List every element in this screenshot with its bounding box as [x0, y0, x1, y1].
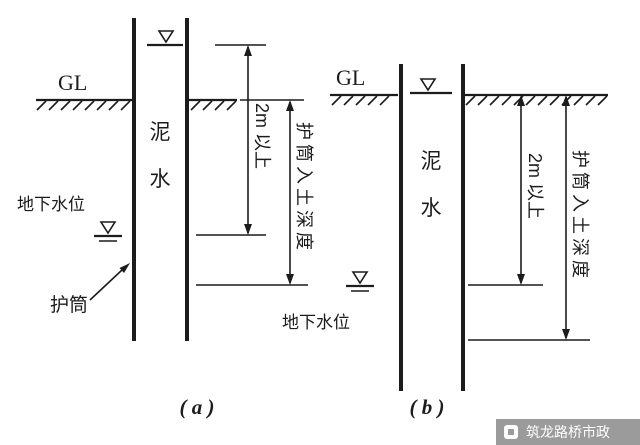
groundwater-level-icon-a [94, 221, 122, 242]
dim-2m-arrow-top-b [517, 95, 525, 106]
groundwater-label-b: 地下水位 [282, 313, 350, 332]
water-level-triangle-icon [157, 30, 175, 44]
casing-label-a: 护筒 [50, 294, 88, 316]
groundwater-label-a: 地下水位 [17, 195, 85, 214]
groundwater-level-icon-b [346, 271, 374, 292]
water-level-triangle-icon [99, 221, 117, 235]
slurry-char-2-a: 水 [150, 168, 171, 191]
watermark-banner: 筑龙路桥市政 [496, 419, 640, 445]
gl-label-b: GL [336, 65, 365, 90]
casing-pointer-arrowhead-a [119, 263, 130, 273]
dim-2m-arrow-top-a [244, 45, 252, 56]
dim-label-depth-a: 护筒入土深度 [294, 122, 314, 254]
slurry-char-2-b: 水 [421, 197, 442, 220]
dim-depth-arrow-top-b [562, 95, 570, 106]
dim-2m-arrow-bottom-b [517, 274, 525, 285]
ground-hatching-a [36, 100, 237, 111]
water-level-triangle-icon [419, 78, 437, 92]
slurry-water-level-icon-b [410, 78, 452, 95]
slurry-water-level-icon-a [147, 30, 183, 47]
water-level-triangle-icon [351, 271, 369, 285]
dim-label-2m-a: 2m 以上 [252, 103, 272, 169]
caption-b: ( b ) [410, 395, 445, 419]
slurry-char-1-a: 泥 [150, 121, 171, 144]
casing-pointer-line-a [89, 269, 123, 301]
dim-depth-arrow-bottom-b [562, 329, 570, 340]
watermark-text: 筑龙路桥市政 [526, 424, 610, 440]
gl-label-a: GL [58, 70, 87, 95]
dim-label-2m-b: 2m 以上 [525, 153, 545, 219]
dim-label-depth-b: 护筒入土深度 [570, 150, 590, 282]
dim-depth-arrow-top-a [286, 100, 294, 111]
figure-a: GL 泥 水 地下水位 护筒 2m 以上 护筒入土深度 ( a ) [17, 18, 314, 419]
slurry-char-1-b: 泥 [421, 150, 442, 173]
figure-b: GL 泥 水 地下水位 2m 以上 护筒入土深度 ( b ) [282, 64, 608, 419]
watermark-logo-icon [504, 425, 518, 439]
dim-2m-arrow-bottom-a [244, 224, 252, 235]
caption-a: ( a ) [180, 395, 215, 419]
watermark-background [496, 419, 640, 445]
dim-depth-arrow-bottom-a [286, 274, 294, 285]
